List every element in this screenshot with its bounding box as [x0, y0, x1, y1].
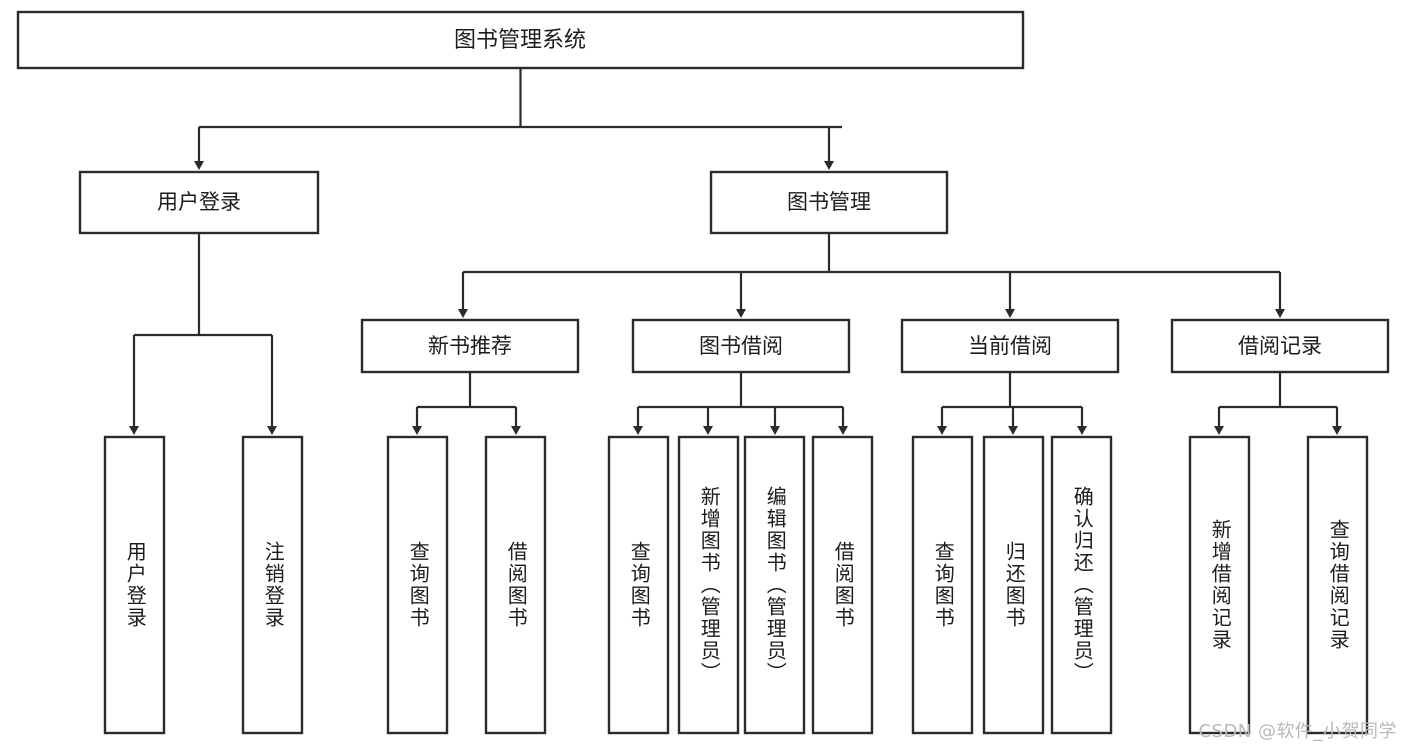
leaf-box[interactable] — [484, 435, 547, 735]
leaf-box[interactable] — [743, 435, 806, 735]
connector-borrow-to-leaves — [633, 372, 848, 435]
leaf-box[interactable] — [1050, 435, 1113, 735]
node-new-book-recommend-label: 新书推荐 — [428, 334, 512, 358]
node-book-management-label: 图书管理 — [787, 190, 871, 214]
node-borrow-record[interactable]: 借阅记录 — [1170, 318, 1390, 374]
leaf-box[interactable] — [1188, 435, 1251, 735]
connector-userlogin-to-leaves — [129, 233, 277, 435]
node-current-borrow-label: 当前借阅 — [968, 334, 1052, 358]
connector-record-to-leaves — [1214, 372, 1342, 435]
leaf-box[interactable] — [607, 435, 670, 735]
node-user-login[interactable]: 用户登录 — [78, 170, 320, 235]
connector-current-to-leaves — [937, 372, 1087, 435]
leaf-box[interactable] — [103, 435, 166, 735]
connector-newbook-to-leaves — [412, 372, 521, 435]
node-book-management[interactable]: 图书管理 — [709, 170, 949, 235]
node-root-system-label: 图书管理系统 — [454, 28, 586, 53]
node-root-system[interactable]: 图书管理系统 — [16, 10, 1025, 70]
node-new-book-recommend[interactable]: 新书推荐 — [360, 318, 580, 374]
leaf-box[interactable] — [386, 435, 449, 735]
leaf-box[interactable] — [911, 435, 974, 735]
node-current-borrow[interactable]: 当前借阅 — [900, 318, 1120, 374]
leaf-boxes — [103, 435, 1369, 735]
node-book-borrow-label: 图书借阅 — [699, 334, 783, 358]
node-borrow-record-label: 借阅记录 — [1238, 334, 1322, 358]
node-user-login-label: 用户登录 — [157, 190, 241, 214]
watermark-text: CSDN @软件_小贺同学 — [1198, 721, 1397, 742]
node-book-borrow[interactable]: 图书借阅 — [631, 318, 851, 374]
connector-root-to-level2 — [194, 68, 842, 170]
leaf-box[interactable] — [811, 435, 874, 735]
leaf-box[interactable] — [982, 435, 1045, 735]
leaf-box[interactable] — [677, 435, 740, 735]
leaf-box[interactable] — [1306, 435, 1369, 735]
connector-bookmgmt-to-level3 — [458, 233, 1285, 318]
leaf-box[interactable] — [241, 435, 304, 735]
